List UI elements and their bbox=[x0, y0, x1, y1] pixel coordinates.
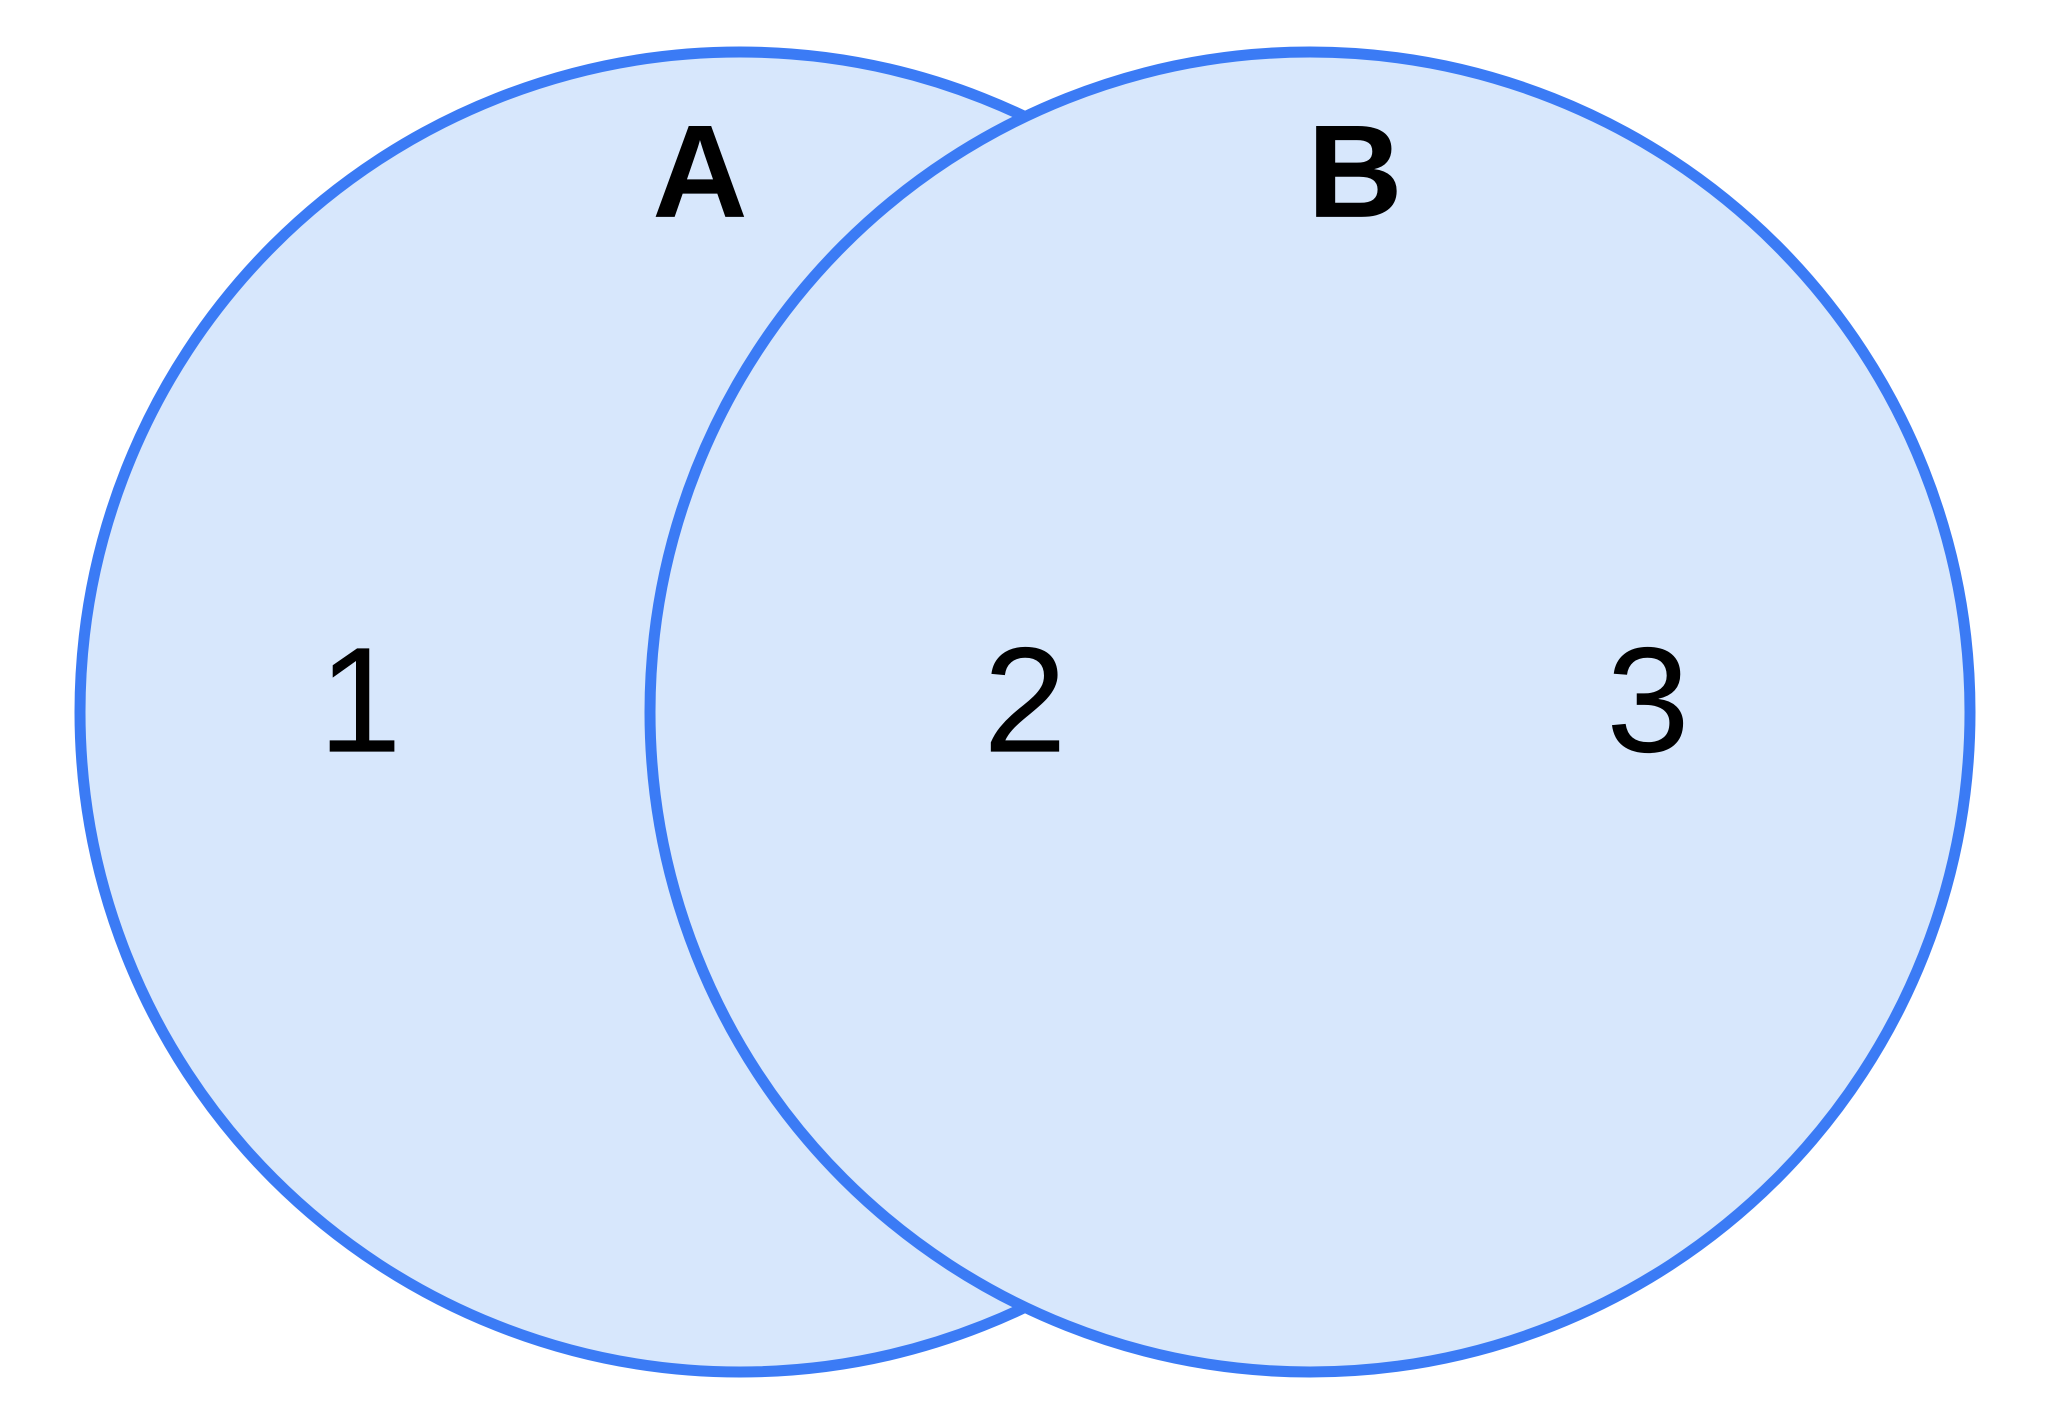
set-label-a: A bbox=[652, 98, 747, 245]
region-label-a-only: 1 bbox=[318, 616, 401, 784]
region-label-a-and-b: 2 bbox=[983, 616, 1066, 784]
venn-circle-b[interactable] bbox=[644, 46, 1976, 1378]
set-label-b: B bbox=[1307, 98, 1402, 245]
region-label-b-only: 3 bbox=[1606, 616, 1689, 784]
